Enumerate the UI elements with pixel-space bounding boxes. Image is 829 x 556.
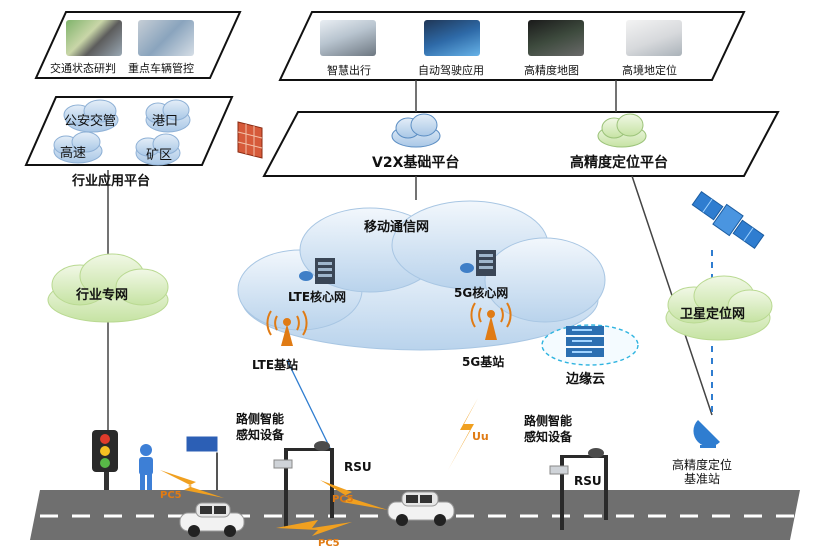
edge-server-icon — [566, 326, 604, 357]
top-right-label-3: 高精度地图 — [524, 64, 579, 77]
vehicle-middle — [387, 491, 455, 526]
lte-rsu-link — [286, 359, 331, 449]
hp-cloud-icon — [597, 113, 647, 148]
top-left-label-1: 交通状态研判 — [50, 62, 116, 75]
mobile-net-label: 移动通信网 — [364, 220, 430, 235]
satellite-net-cloud — [665, 275, 773, 341]
satellite-icon — [691, 190, 765, 250]
industry-net-cloud — [47, 253, 169, 323]
roadside-pole-right — [549, 448, 608, 530]
cloud-public-security — [63, 99, 119, 133]
lightning-bolts — [160, 398, 478, 536]
cloud-highway — [53, 131, 103, 164]
cloud-label-public-security: 公安交管 — [64, 114, 117, 129]
cloud-mining — [135, 133, 181, 166]
lte-core-server-icon — [299, 258, 335, 284]
g5-tower-icon — [470, 302, 512, 340]
thumb-vehicle-control — [138, 20, 194, 56]
cloud-port — [145, 99, 191, 133]
sensor-label-right: 路侧智能 感知设备 — [524, 414, 573, 444]
industry-net-label: 行业专网 — [76, 288, 129, 303]
pc5-bolt-bottom — [276, 520, 352, 536]
g5-station-label: 5G基站 — [462, 355, 505, 369]
road-sign-icon — [185, 435, 219, 490]
pc5-bolt-middle — [320, 480, 388, 510]
reference-station-icon — [693, 420, 720, 448]
vehicle-left — [179, 502, 245, 537]
top-right-label-2: 自动驾驶应用 — [418, 64, 484, 77]
cloud-label-highway: 高速 — [60, 146, 87, 161]
lte-station-label: LTE基站 — [252, 358, 299, 372]
pc5-label-middle: PC5 — [332, 494, 354, 505]
thumb-positioning — [626, 20, 682, 56]
thumb-autonomous — [424, 20, 480, 56]
base-platform-panel — [262, 111, 780, 177]
v2x-cloud-icon — [391, 113, 441, 148]
industry-platform-title: 行业应用平台 — [72, 174, 151, 189]
lte-tower-icon — [266, 310, 308, 346]
firewall-icon — [237, 121, 263, 159]
thumb-smart-travel — [320, 20, 376, 56]
top-right-label-1: 智慧出行 — [327, 64, 371, 77]
sensor-label-left: 路侧智能 感知设备 — [236, 412, 285, 442]
thumb-traffic-state — [66, 20, 122, 56]
pc5-bolt-left — [160, 470, 224, 498]
traffic-light-icon — [92, 430, 118, 490]
reference-station-label: 高精度定位 基准站 — [672, 458, 733, 486]
hp-platform-label: 高精度定位平台 — [570, 155, 668, 171]
rsu-label-right: RSU — [574, 474, 602, 488]
top-right-label-4: 高境地定位 — [622, 64, 677, 77]
rsu-label-left: RSU — [344, 460, 372, 474]
lte-core-label: LTE核心网 — [288, 290, 347, 304]
satellite-net-label: 卫星定位网 — [680, 307, 746, 322]
g5-core-label: 5G核心网 — [454, 286, 509, 300]
cloud-label-port: 港口 — [152, 114, 179, 129]
top-left-label-2: 重点车辆管控 — [128, 62, 194, 75]
pedestrian-icon — [139, 444, 153, 490]
cloud-label-mining: 矿区 — [146, 148, 173, 163]
pc5-label-left: PC5 — [160, 490, 182, 501]
uu-label: Uu — [472, 430, 489, 443]
roadside-pole-left — [273, 441, 334, 528]
pc5-label-bottom: PC5 — [318, 538, 340, 549]
edge-cloud-label: 边缘云 — [566, 372, 606, 387]
v2x-platform-label: V2X基础平台 — [372, 155, 460, 171]
thumb-hd-map — [528, 20, 584, 56]
g5-core-server-icon — [460, 250, 496, 276]
